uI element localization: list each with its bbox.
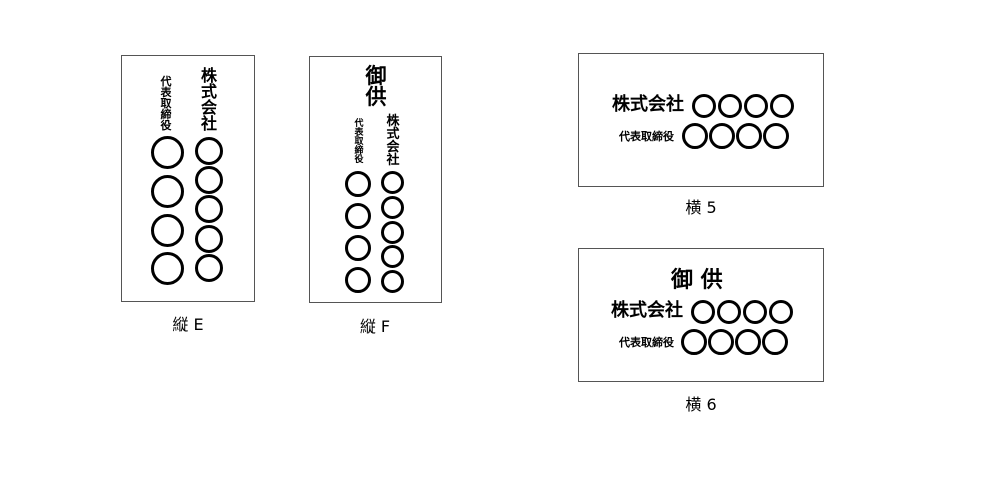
name-seal-circle: [735, 329, 761, 355]
title-text: 代表取締役: [619, 336, 674, 349]
name-seal-circle: [381, 196, 404, 219]
name-seal-circle: [345, 235, 371, 261]
card-caption: 縦 E: [172, 315, 204, 334]
name-seal-circle: [195, 195, 223, 223]
seal-card-yoko-5: 株式会社 代表取締役: [578, 53, 824, 187]
name-seal-circle: [744, 94, 768, 118]
name-seal-circle: [763, 123, 789, 149]
name-seal-circle: [381, 171, 404, 194]
name-seal-circle: [736, 123, 762, 149]
name-seal-circle: [151, 252, 184, 285]
name-seal-circle: [151, 175, 184, 208]
seal-card-tate-f: 御供 株式会社 代表取締役: [309, 56, 442, 303]
name-seal-circle: [769, 300, 793, 324]
company-text: 株式会社: [612, 94, 684, 115]
name-seal-circle: [682, 123, 708, 149]
name-seal-circle: [692, 94, 716, 118]
onmotomo-text: 御 供: [671, 267, 723, 293]
company-text: 株式会社: [611, 300, 683, 321]
company-vertical-text: 株式会社: [200, 66, 217, 133]
name-seal-circle: [381, 270, 404, 293]
name-seal-circle: [681, 329, 707, 355]
card-caption: 横 5: [685, 198, 717, 217]
name-seal-circle: [195, 254, 223, 282]
name-seal-circle: [709, 123, 735, 149]
name-seal-circle: [717, 300, 741, 324]
name-seal-circle: [345, 267, 371, 293]
title-text: 代表取締役: [619, 130, 674, 143]
name-seal-circle: [381, 221, 404, 244]
card-caption: 縦 F: [359, 317, 391, 336]
title-vertical-text: 代表取締役: [160, 75, 172, 132]
name-seal-circle: [345, 203, 371, 229]
name-seal-circle: [151, 136, 184, 169]
name-seal-circle: [195, 166, 223, 194]
name-seal-circle: [195, 225, 223, 253]
name-seal-circle: [762, 329, 788, 355]
name-seal-circle: [743, 300, 767, 324]
name-seal-circle: [195, 137, 223, 165]
card-caption: 横 6: [685, 395, 717, 414]
name-seal-circle: [708, 329, 734, 355]
name-seal-circle: [718, 94, 742, 118]
seal-card-yoko-6: 御 供 株式会社 代表取締役: [578, 248, 824, 382]
seal-card-tate-e: 株式会社 代表取締役: [121, 55, 255, 302]
name-seal-circle: [151, 214, 184, 247]
name-seal-circle: [691, 300, 715, 324]
name-seal-circle: [345, 171, 371, 197]
onmotomo-vertical-text: 御供: [365, 63, 387, 109]
name-seal-circle: [381, 245, 404, 268]
title-vertical-text: 代表取締役: [354, 119, 364, 165]
name-seal-circle: [770, 94, 794, 118]
company-vertical-text: 株式会社: [386, 114, 400, 168]
